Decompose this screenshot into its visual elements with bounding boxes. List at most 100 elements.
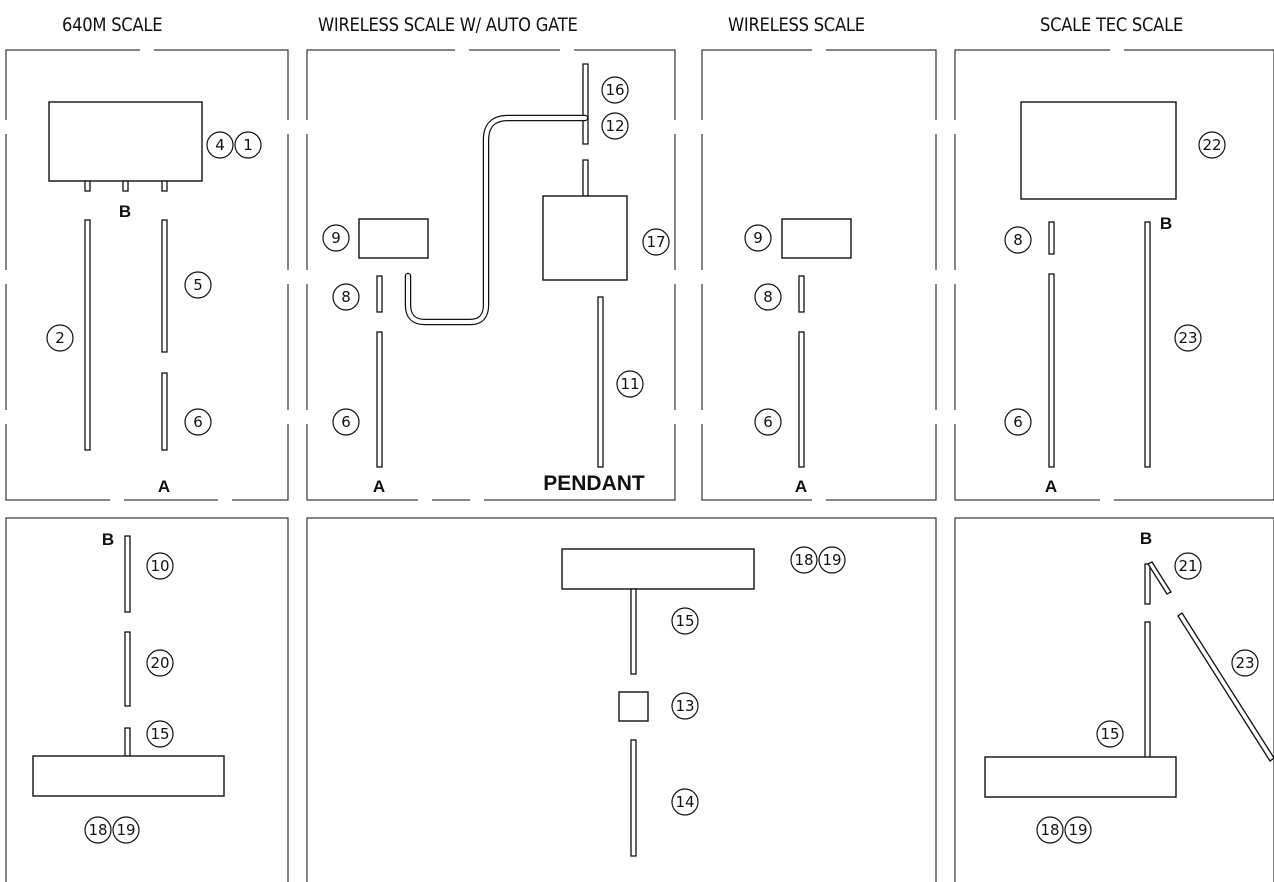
receiver-part-9 bbox=[358, 218, 429, 259]
callout-number: 23 bbox=[1235, 654, 1254, 672]
connection-label-b: B bbox=[119, 202, 131, 221]
rod-part-14 bbox=[630, 739, 637, 857]
block-part-13 bbox=[618, 691, 649, 722]
callout-circle bbox=[146, 649, 174, 677]
callout-circle bbox=[790, 546, 818, 574]
callout-circle bbox=[112, 816, 140, 844]
rod-part-6 bbox=[798, 331, 805, 468]
callout-circle bbox=[754, 408, 782, 436]
connector-pin-3 bbox=[161, 180, 168, 192]
callout-circle bbox=[818, 546, 846, 574]
callout-circle bbox=[1096, 720, 1124, 748]
connection-label-a: A bbox=[1045, 477, 1057, 496]
callout-circle bbox=[146, 720, 174, 748]
callout-number: 19 bbox=[822, 551, 841, 569]
callout-number: 17 bbox=[646, 233, 665, 251]
callout-circle bbox=[322, 224, 350, 252]
callout-circle bbox=[206, 131, 234, 159]
panel-bottom-center bbox=[306, 517, 937, 882]
panel-bottom-right-parts: 21 23 15 18 19 B bbox=[984, 529, 1274, 844]
callout-circle bbox=[234, 131, 262, 159]
callout-number: 4 bbox=[215, 136, 225, 154]
callout-circle bbox=[1231, 649, 1259, 677]
callout-number: 6 bbox=[193, 413, 203, 431]
base-part-18-19 bbox=[561, 548, 755, 590]
callout-number: 11 bbox=[620, 375, 639, 393]
callout-number: 5 bbox=[193, 276, 203, 294]
callout-circle bbox=[1174, 324, 1202, 352]
connection-label-b: B bbox=[1160, 214, 1172, 233]
panel-640m-parts: 4 1 5 2 6 B A bbox=[46, 101, 262, 496]
callout-circle bbox=[642, 228, 670, 256]
callout-number: 14 bbox=[675, 793, 694, 811]
rod-part-15 bbox=[630, 588, 637, 675]
connection-label-b: B bbox=[1140, 529, 1152, 548]
callout-number: 1 bbox=[243, 136, 253, 154]
rod-part-15 bbox=[1144, 621, 1151, 759]
callout-circle bbox=[601, 112, 629, 140]
header-640m-scale: 640M SCALE bbox=[62, 14, 163, 36]
connection-label-b: B bbox=[102, 530, 114, 549]
angled-rod-part-21 bbox=[1147, 561, 1172, 595]
panel-wireless-scale bbox=[701, 49, 937, 501]
rod-part-23 bbox=[1144, 221, 1151, 468]
angled-rod-part-23 bbox=[1177, 612, 1274, 762]
rod-part-11 bbox=[597, 296, 604, 468]
callout-circle bbox=[332, 408, 360, 436]
rod-part-6 bbox=[376, 331, 383, 468]
rod-part-20 bbox=[124, 631, 131, 707]
callout-number: 9 bbox=[331, 229, 341, 247]
rod-part-6 bbox=[161, 372, 168, 451]
callout-circle bbox=[671, 788, 699, 816]
rod-part-2 bbox=[84, 219, 91, 451]
callout-number: 9 bbox=[753, 229, 763, 247]
rod-part-21 bbox=[1144, 563, 1151, 605]
connector-pin-1 bbox=[84, 180, 91, 192]
callout-number: 8 bbox=[763, 288, 773, 306]
connector-pin-2 bbox=[122, 180, 129, 192]
rod-part-5 bbox=[161, 219, 168, 353]
rod-part-8 bbox=[376, 275, 383, 313]
callout-circle bbox=[1036, 816, 1064, 844]
panel-bottom-center-parts: 18 19 15 13 14 bbox=[561, 546, 846, 857]
callout-circle bbox=[671, 692, 699, 720]
base-part-18-19 bbox=[32, 755, 225, 797]
panel-wireless-parts: 9 8 6 A bbox=[744, 218, 852, 496]
rod-part-15 bbox=[124, 727, 131, 757]
panel-bottom-left-parts: 10 20 15 18 19 B bbox=[32, 530, 225, 844]
callout-number: 23 bbox=[1178, 329, 1197, 347]
callout-number: 20 bbox=[150, 654, 169, 672]
callout-number: 8 bbox=[341, 288, 351, 306]
callout-circle bbox=[1004, 226, 1032, 254]
callout-circle bbox=[671, 607, 699, 635]
scale-head-part-22 bbox=[1020, 101, 1177, 200]
callout-number: 6 bbox=[341, 413, 351, 431]
callout-number: 18 bbox=[1040, 821, 1059, 839]
callout-circle bbox=[601, 76, 629, 104]
callout-number: 12 bbox=[605, 117, 624, 135]
rod-part-8 bbox=[798, 275, 805, 313]
callout-number: 18 bbox=[794, 551, 813, 569]
callout-circle bbox=[744, 224, 772, 252]
callout-number: 18 bbox=[88, 821, 107, 839]
scale-head-640m bbox=[48, 101, 203, 182]
callout-number: 6 bbox=[763, 413, 773, 431]
callout-circle bbox=[1064, 816, 1092, 844]
bracket-part-16-12 bbox=[582, 63, 589, 145]
rod-part-6 bbox=[1048, 273, 1055, 468]
callout-number: 6 bbox=[1013, 413, 1023, 431]
callout-circle bbox=[616, 370, 644, 398]
callout-circle bbox=[146, 552, 174, 580]
panel-auto-gate-parts: 16 12 9 17 8 6 11 A PENDANT bbox=[322, 63, 670, 496]
gate-box-part-17 bbox=[542, 195, 628, 281]
header-wireless-scale: WIRELESS SCALE bbox=[728, 14, 865, 36]
callout-number: 15 bbox=[1100, 725, 1119, 743]
callout-number: 2 bbox=[55, 329, 65, 347]
connection-label-a: A bbox=[373, 477, 385, 496]
header-scale-tec-scale: SCALE TEC SCALE bbox=[1040, 14, 1184, 36]
pendant-label: PENDANT bbox=[543, 472, 645, 495]
panel-bottom-right bbox=[954, 517, 1274, 882]
callout-number: 13 bbox=[675, 697, 694, 715]
connection-label-a: A bbox=[795, 477, 807, 496]
